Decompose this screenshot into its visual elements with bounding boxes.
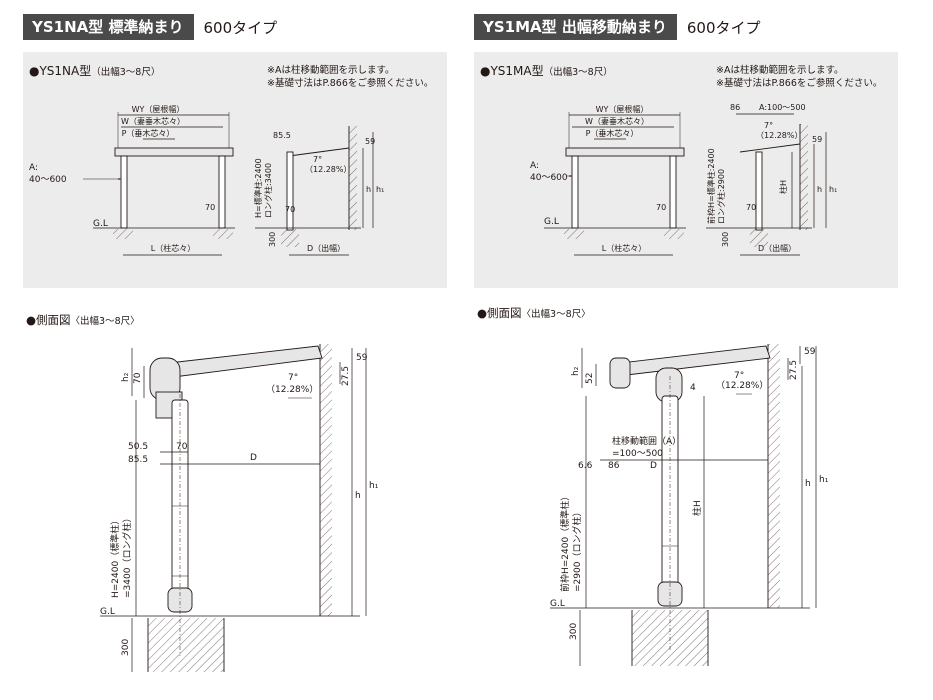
left-sec-h: h <box>355 491 361 501</box>
right-sec-d66: 6.6 <box>578 461 593 471</box>
left-wy-label: WY（屋根幅） <box>132 104 185 114</box>
right-sec-move-1: 柱移動範囲（A） <box>612 435 681 447</box>
right-section-title: ●側面図〈出幅3〜8尺〉 <box>477 306 591 320</box>
left-a-range: 40〜600 <box>29 175 67 185</box>
right-sec-h: h <box>805 479 811 489</box>
right-p-label: P（垂木芯々） <box>586 128 639 138</box>
left-section-drawing: 7° （12.28%） h₂ 70 H=2400（標準柱） =3400（ロング柱… <box>100 344 379 672</box>
right-side-angle: 7° <box>764 121 773 130</box>
left-panel-notes: ※Aは柱移動範囲を示します。 ※基礎寸法はP.866をご参照ください。 <box>267 65 434 89</box>
left-overview-panel: ●YS1NA型（出幅3〜8尺） ※Aは柱移動範囲を示します。 ※基礎寸法はP.8… <box>23 52 447 288</box>
right-type-label: 600タイプ <box>686 18 761 37</box>
left-sec-d505: 50.5 <box>128 442 148 452</box>
right-w-label: W（妻垂木芯々） <box>585 116 649 126</box>
left-side-angle: 7° <box>313 155 322 164</box>
right-panel-notes: ※Aは柱移動範囲を示します。 ※基礎寸法はP.866をご参照ください。 <box>716 65 883 89</box>
right-header: YS1MA型 出幅移動納まり 600タイプ <box>474 14 761 40</box>
right-overview-panel: ●YS1MA型（出幅3〜8尺） ※Aは柱移動範囲を示します。 ※基礎寸法はP.8… <box>474 52 898 288</box>
right-side-h: h <box>817 185 822 194</box>
right-side-dlabel: D（出幅） <box>758 243 796 253</box>
right-sec-h2: h₂ <box>571 366 581 376</box>
left-sec-pct: （12.28%） <box>266 384 318 395</box>
left-sec-d59: 59 <box>356 353 368 363</box>
right-sec-hcolH: 柱H <box>691 500 703 516</box>
right-sec-d52: 52 <box>585 373 595 384</box>
left-sec-hcol-2: =3400（ロング柱） <box>121 514 133 598</box>
right-sec-d275: 27.5 <box>789 360 799 380</box>
left-side-hcol-1: H=標準柱:2400 <box>253 158 263 218</box>
left-side-d59: 59 <box>365 137 375 146</box>
left-sec-d855: 85.5 <box>128 455 148 465</box>
right-sec-hcol-2: =2900（ロング柱） <box>571 508 583 592</box>
right-sec-pct: （12.28%） <box>716 380 768 391</box>
right-side-hcol-2: ロング柱:2900 <box>716 169 726 224</box>
right-side-h1: h₁ <box>829 185 837 194</box>
left-side-d300: 300 <box>268 232 277 247</box>
left-gl-label: G.L <box>93 219 108 229</box>
left-sec-d70b: 70 <box>176 442 188 452</box>
left-l-label: L（柱芯々） <box>151 243 195 253</box>
right-panel-title: ●YS1MA型（出幅3〜8尺） <box>480 64 613 78</box>
left-sec-h2: h₂ <box>121 372 131 382</box>
left-w-label: W（妻垂木芯々） <box>121 116 185 126</box>
right-l-label: L（柱芯々） <box>602 243 646 253</box>
left-sec-d70a: 70 <box>133 372 143 384</box>
right-side-elevation: 86 A:100〜500 7° （12.28%） 59 70 柱H h h₁ 3… <box>706 103 837 256</box>
left-sec-h1: h₁ <box>369 481 379 491</box>
right-wy-label: WY（屋根幅） <box>596 104 649 114</box>
right-a-label: A: <box>530 161 539 171</box>
right-front-elevation: WY（屋根幅） W（妻垂木芯々） P（垂木芯々） A: 40〜600 70 G.… <box>530 104 686 256</box>
right-side-d59: 59 <box>812 135 822 144</box>
left-sec-angle: 7° <box>288 373 298 383</box>
right-side-pct: （12.28%） <box>756 131 803 140</box>
left-p-label: P（垂木芯々） <box>122 128 175 138</box>
right-sec-move-2: =100〜500 <box>612 449 663 459</box>
left-side-d855: 85.5 <box>273 131 291 140</box>
right-section-drawing: 7° （12.28%） 4 h₂ 52 柱移動範囲（A） =100〜500 6.… <box>550 344 829 666</box>
left-sec-gl: G.L <box>100 607 115 617</box>
left-sec-hcol-1: H=2400（標準柱） <box>109 516 121 598</box>
right-sec-dD: D <box>650 461 657 471</box>
right-sec-hcol-1: 前枠H=2400（標準柱） <box>559 492 571 592</box>
left-model-label: YS1NA型 標準納まり <box>23 14 194 40</box>
left-front-elevation: WY（屋根幅） W（妻垂木芯々） P（垂木芯々） A: 40〜600 70 G.… <box>29 104 235 256</box>
left-header: YS1NA型 標準納まり 600タイプ <box>23 14 277 40</box>
right-sec-d86: 86 <box>608 461 620 471</box>
left-type-label: 600タイプ <box>203 18 278 37</box>
right-d70-label: 70 <box>656 203 666 212</box>
left-sec-d300: 300 <box>121 639 131 656</box>
left-side-h1: h₁ <box>376 185 384 194</box>
left-side-d70: 70 <box>285 205 295 214</box>
right-side-a-range: A:100〜500 <box>759 103 806 112</box>
right-a-range: 40〜600 <box>530 173 568 183</box>
left-panel-title: ●YS1NA型（出幅3〜8尺） <box>29 64 161 78</box>
left-a-label: A: <box>29 163 38 173</box>
right-sec-h1: h₁ <box>819 475 829 485</box>
right-sec-gl: G.L <box>550 599 565 609</box>
right-side-d70: 70 <box>746 203 756 212</box>
right-sec-angle: 7° <box>734 371 744 381</box>
left-d70-label: 70 <box>205 203 215 212</box>
left-side-pct: （12.28%） <box>305 165 352 174</box>
left-side-elevation: 85.5 59 7° （12.28%） 70 h h₁ 300 H=標準柱:24… <box>253 126 384 256</box>
left-sec-d275: 27.5 <box>341 366 351 386</box>
left-side-hcol-2: ロング柱:3400 <box>263 163 273 218</box>
left-section-title: ●側面図〈出幅3〜8尺〉 <box>26 313 140 327</box>
left-side-dlabel: D（出幅） <box>307 243 345 253</box>
right-side-hcol-1: 前枠H=標準柱:2400 <box>706 148 716 224</box>
right-gl-label: G.L <box>544 217 559 227</box>
left-sec-dD: D <box>250 453 257 463</box>
right-model-label: YS1MA型 出幅移動納まり <box>474 14 677 40</box>
right-side-hcolH: 柱H <box>778 180 788 194</box>
right-sec-d300: 300 <box>569 623 579 640</box>
right-sec-d59: 59 <box>804 347 816 357</box>
left-side-h: h <box>366 185 371 194</box>
right-sec-d4: 4 <box>690 383 696 393</box>
right-side-d300: 300 <box>721 232 730 247</box>
right-side-d86: 86 <box>730 103 740 112</box>
